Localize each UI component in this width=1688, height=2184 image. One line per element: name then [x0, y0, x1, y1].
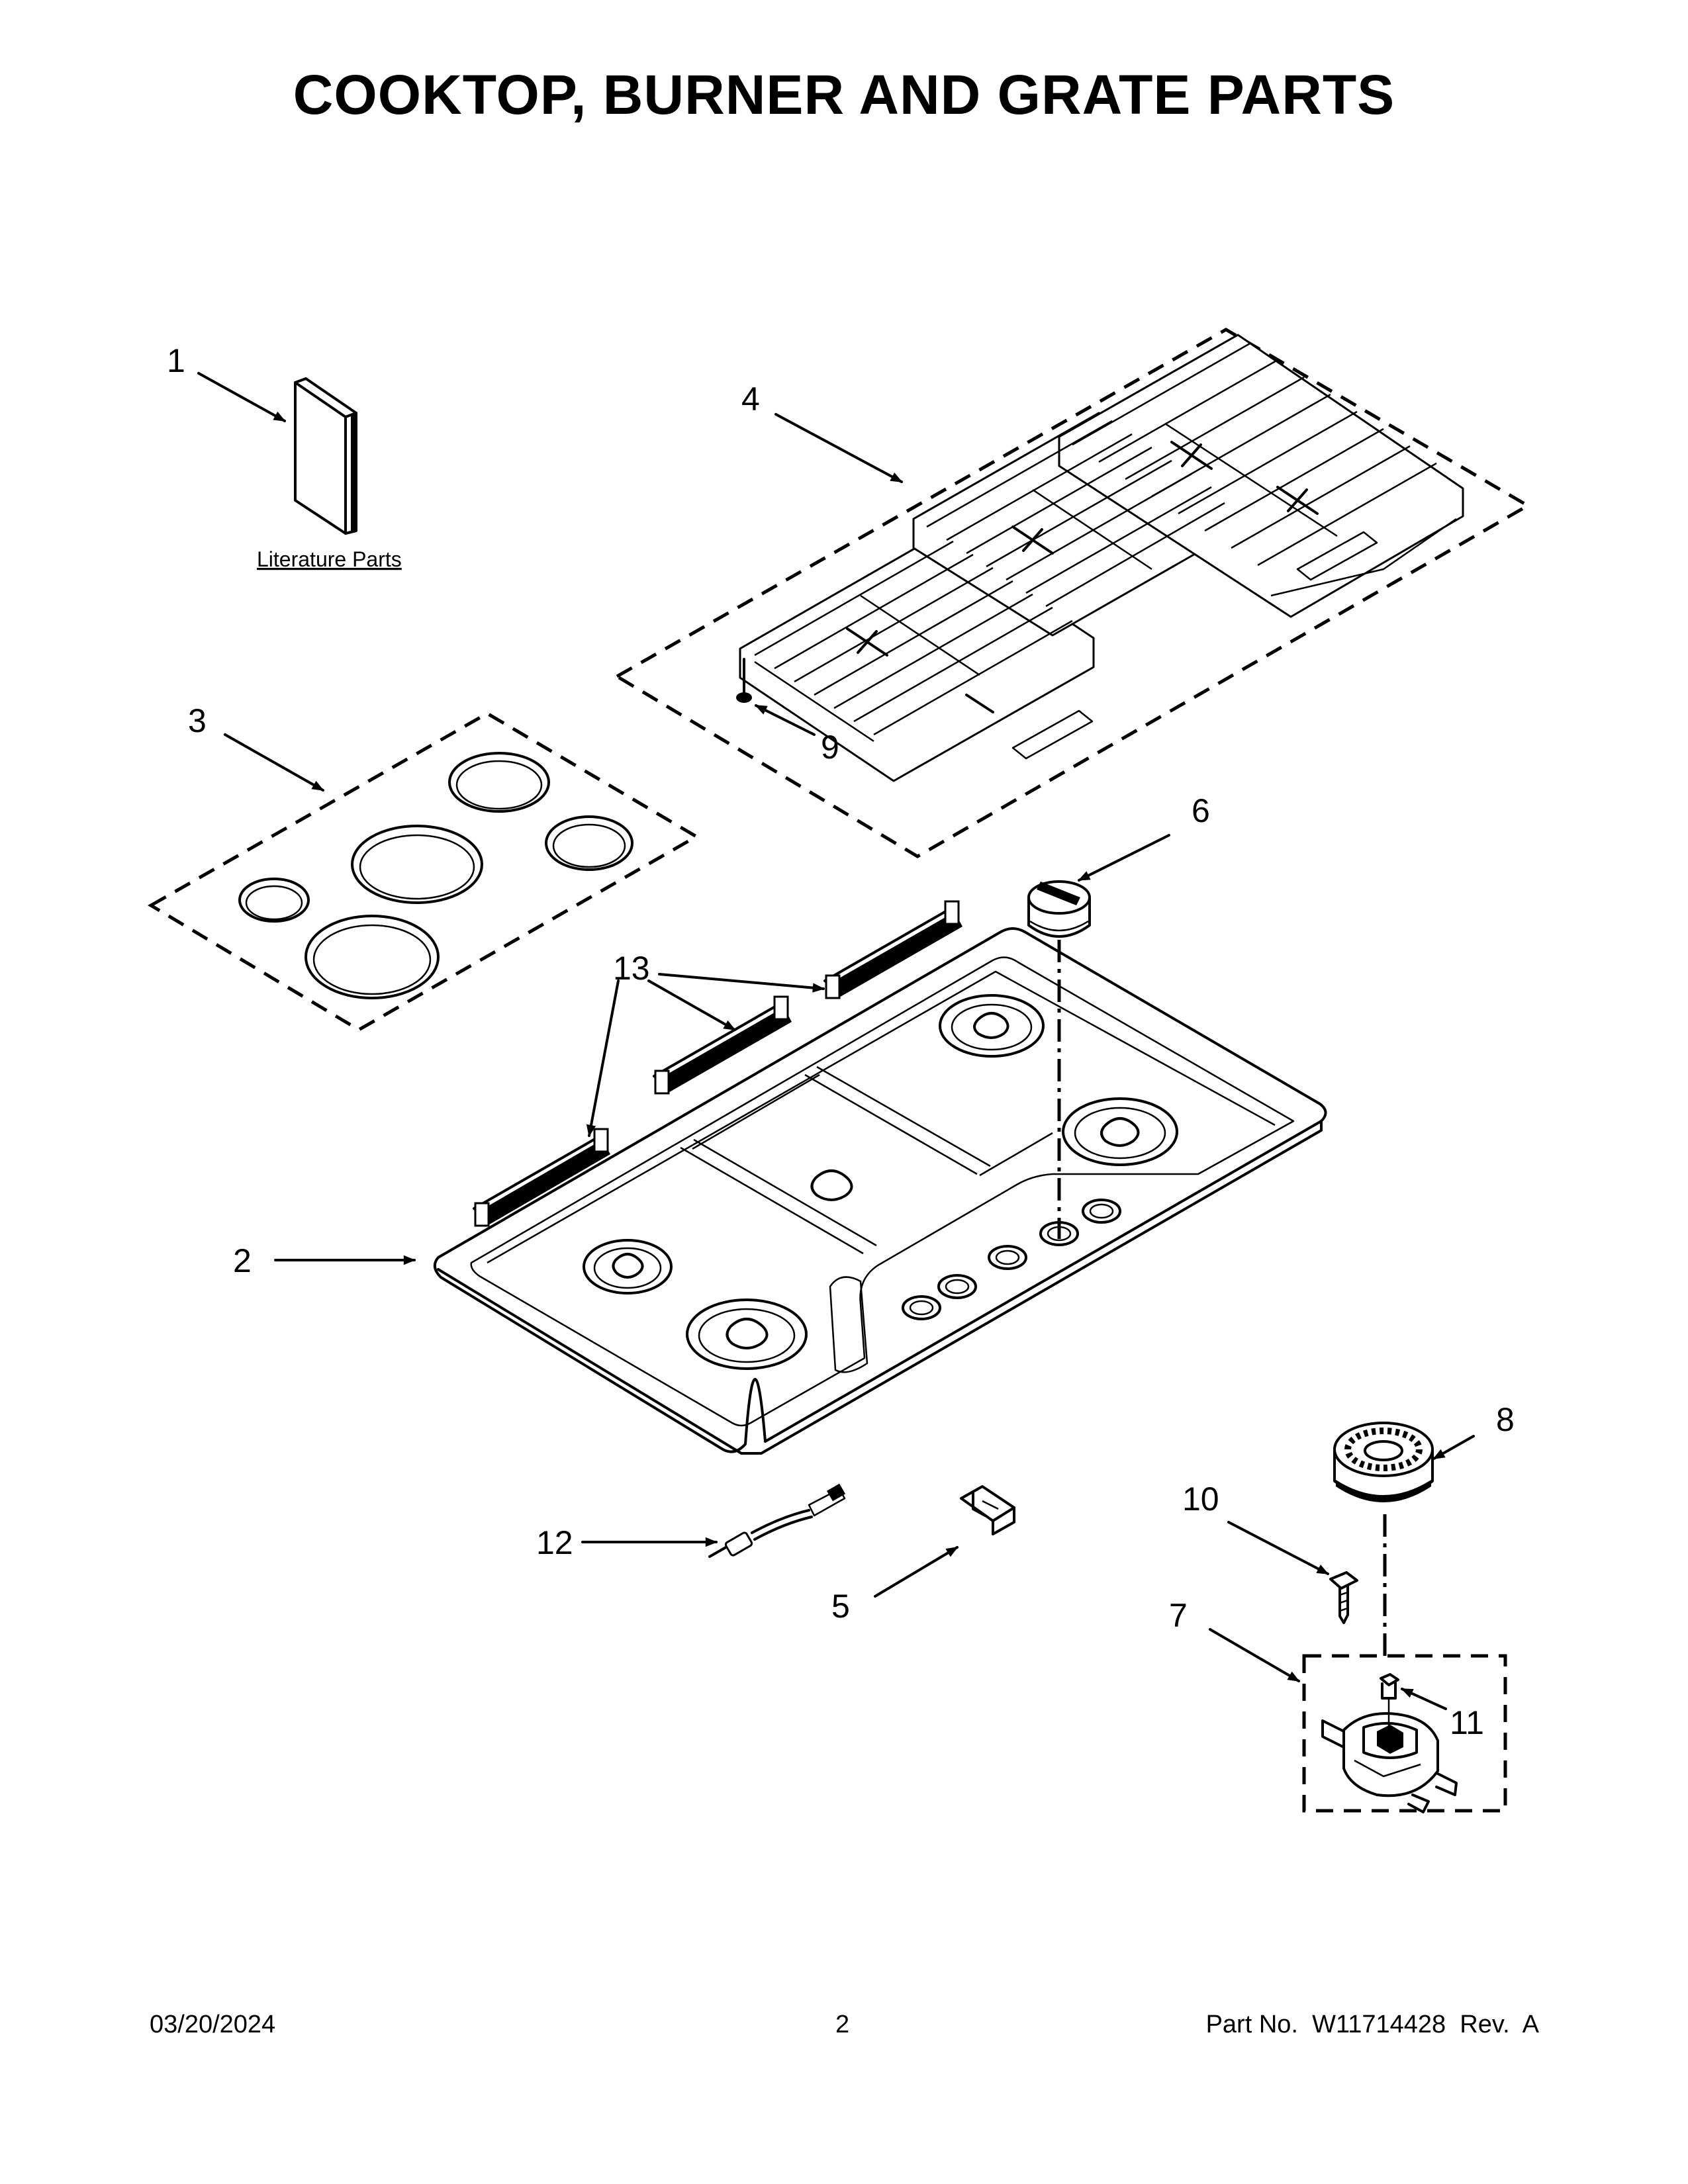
- grates-leader: [774, 413, 903, 483]
- clip-illustration: [960, 1485, 1015, 1535]
- callout-13: 13: [613, 950, 650, 987]
- burner-base-leader: [1432, 1435, 1475, 1460]
- literature-leader: [197, 372, 286, 422]
- hinges-illustration: [473, 900, 962, 1227]
- burner-assembly-illustration: [1321, 1712, 1458, 1813]
- footer-part-number: Part No. W11714428 Rev. A: [1205, 2011, 1539, 2038]
- callout-9: 9: [821, 729, 839, 766]
- callout-11: 11: [1450, 1704, 1484, 1741]
- page-title: COOKTOP, BURNER AND GRATE PARTS: [293, 64, 1395, 126]
- orifice-illustration: [1380, 1673, 1399, 1727]
- screw-leader: [1227, 1521, 1329, 1575]
- callout-6: 6: [1192, 792, 1210, 829]
- knob-ports: [902, 1199, 1121, 1320]
- footer-date: 03/20/2024: [150, 2011, 276, 2038]
- orifice-leader: [1401, 1688, 1447, 1710]
- cooktop-illustration: [433, 927, 1327, 1455]
- burner-caps-illustration: [238, 752, 633, 999]
- callout-5: 5: [831, 1588, 850, 1625]
- callout-7: 7: [1169, 1597, 1188, 1634]
- callout-4: 4: [741, 381, 760, 418]
- callout-1: 1: [167, 342, 185, 379]
- igniter-illustration: [708, 1483, 846, 1558]
- burner-rings: [583, 994, 1178, 1370]
- cooktop-grates-illustration: [739, 334, 1464, 782]
- literature-parts-label: Literature Parts: [257, 547, 402, 571]
- grate-foot-leader: [755, 704, 816, 736]
- burner-assembly-outline: [1302, 1654, 1507, 1813]
- callout-10: 10: [1182, 1480, 1219, 1518]
- callout-12: 12: [536, 1524, 573, 1561]
- grate-group-outline: [614, 328, 1531, 858]
- callout-8: 8: [1496, 1401, 1515, 1438]
- burner-base-illustration: [1333, 1422, 1434, 1502]
- callout-2: 2: [233, 1242, 252, 1279]
- burner-caps-leader: [224, 733, 324, 792]
- control-knob-illustration: [1027, 880, 1091, 938]
- hinges-leaders: [586, 973, 825, 1137]
- footer-page-number: 2: [835, 2011, 850, 2038]
- literature-parts-illustration: [294, 377, 357, 535]
- clip-leader: [874, 1546, 959, 1598]
- screw-illustration: [1329, 1571, 1358, 1624]
- burner-assembly-leader: [1209, 1628, 1300, 1682]
- knob-leader: [1078, 834, 1170, 882]
- grate-foot-illustration: [736, 658, 752, 703]
- burner-caps-outline: [148, 711, 700, 1032]
- callout-3: 3: [188, 702, 207, 739]
